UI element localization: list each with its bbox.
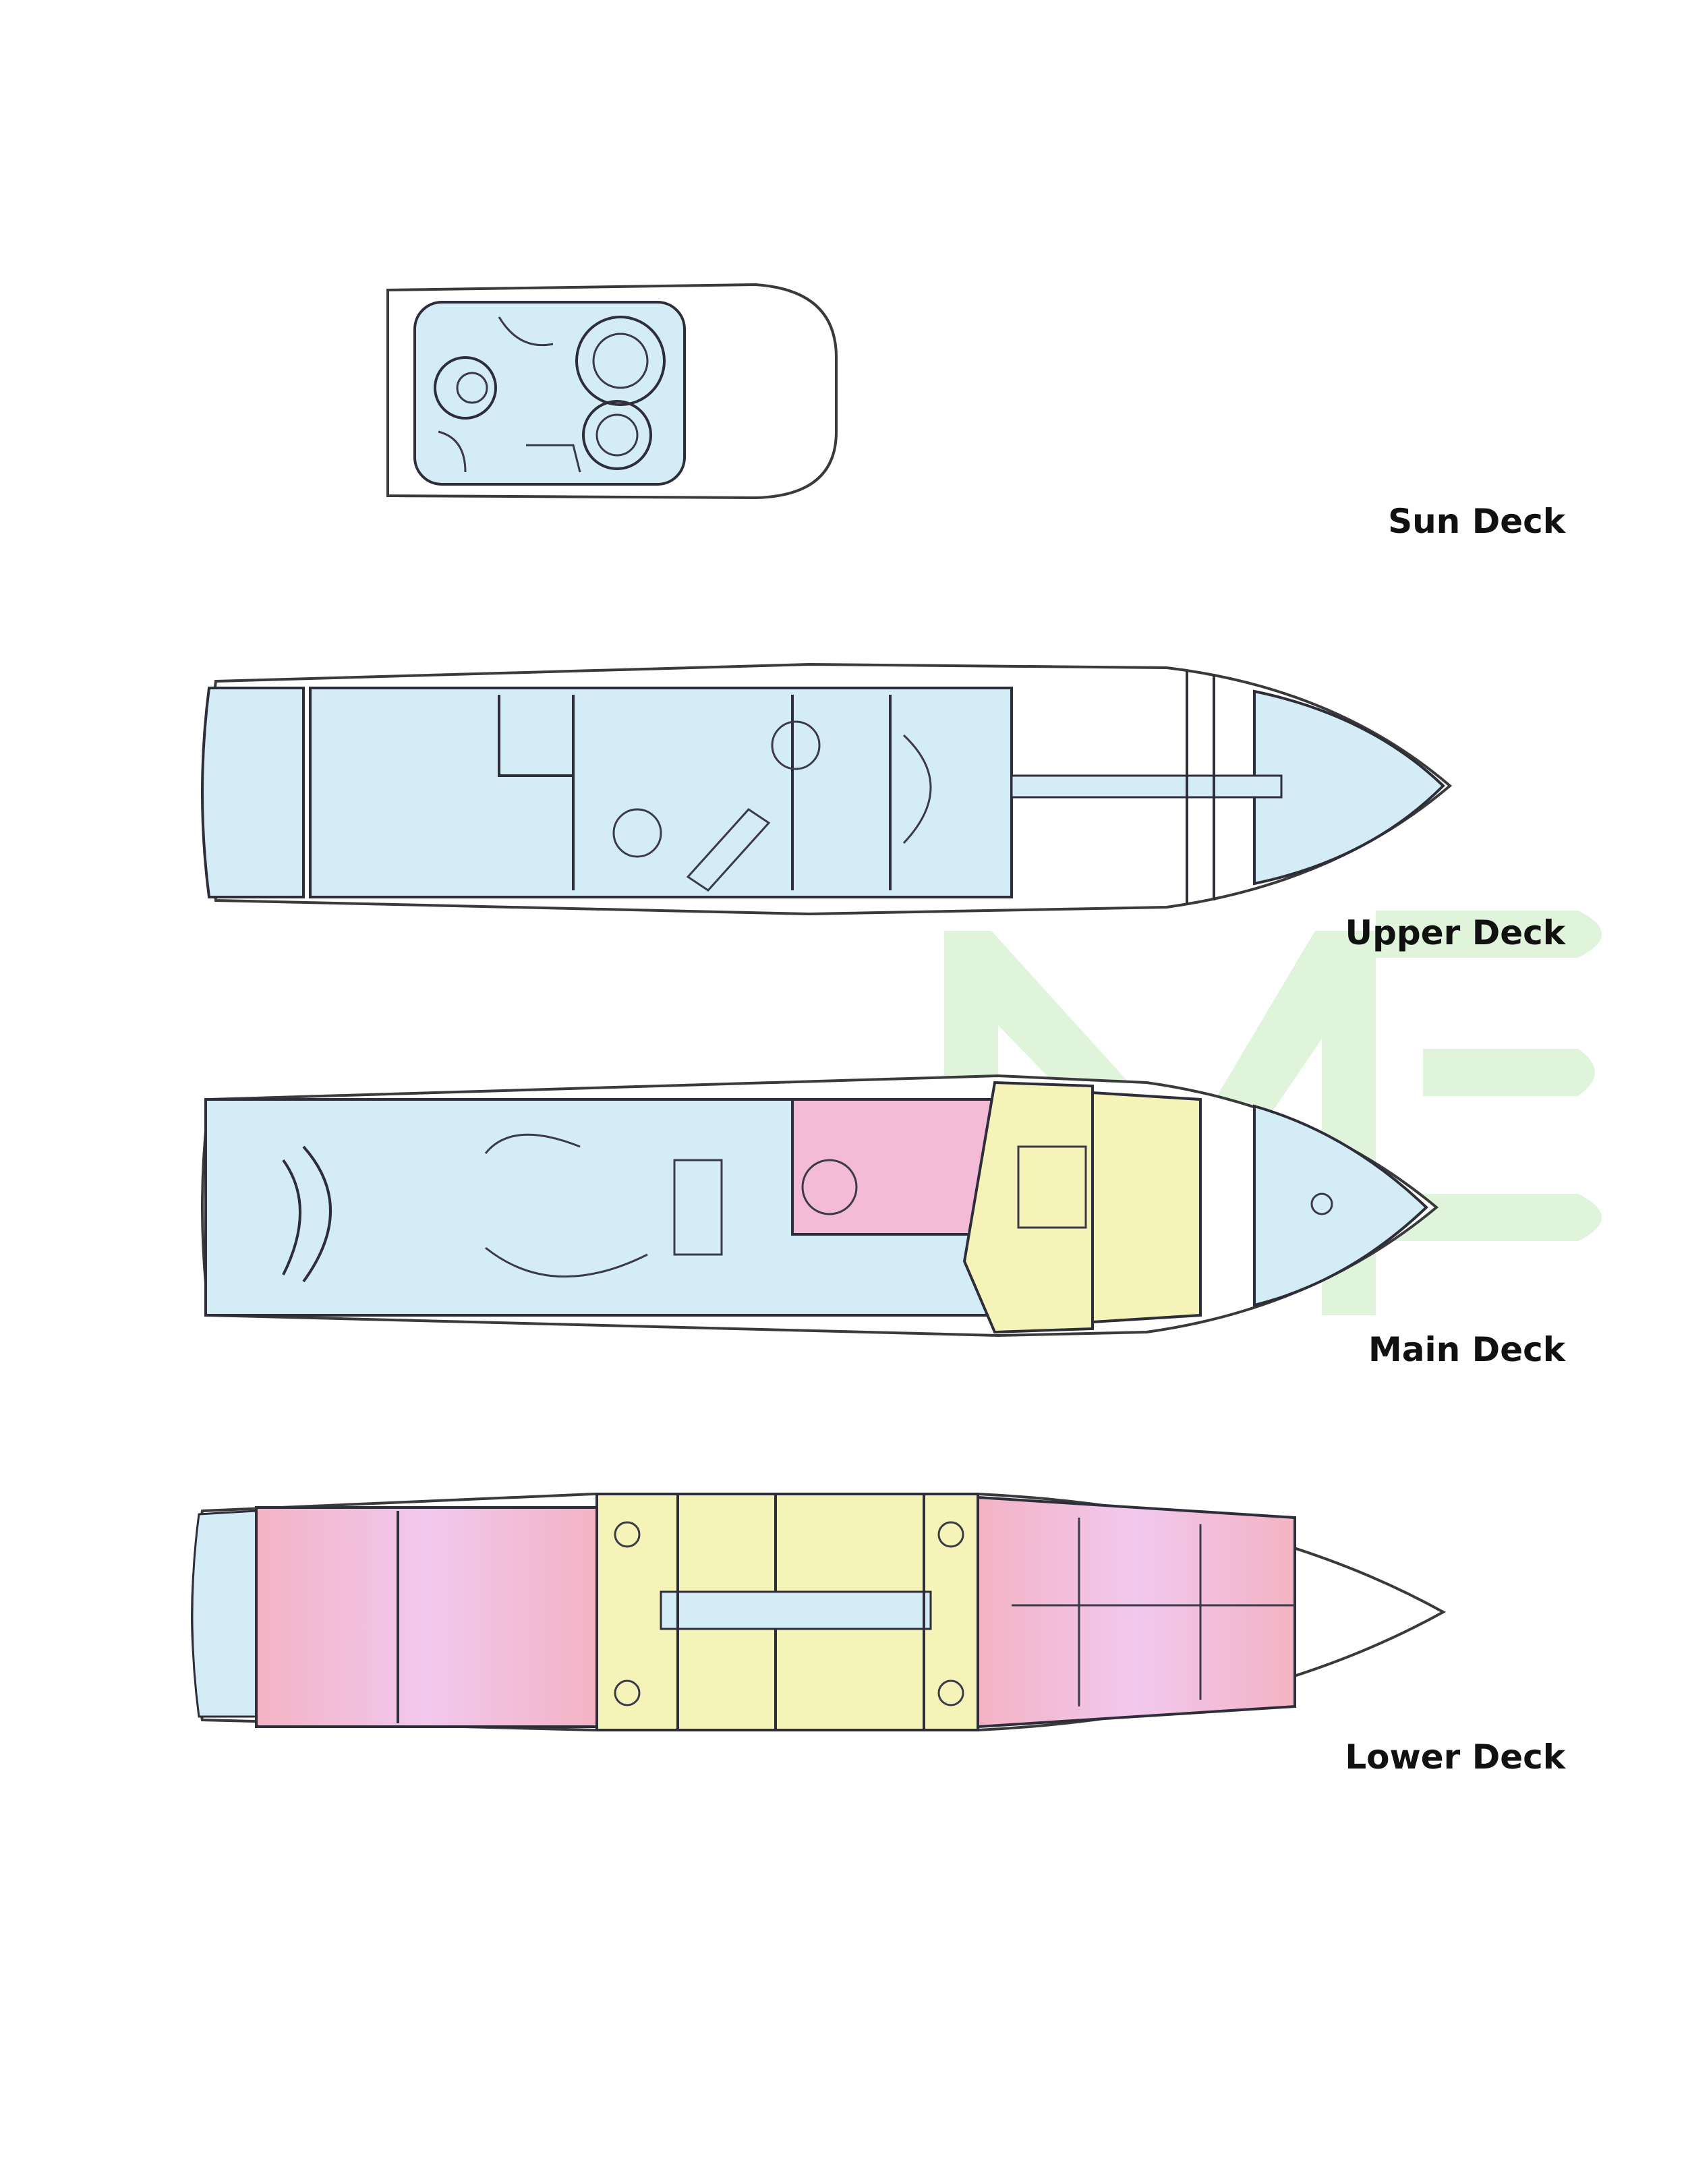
- upper-deck-plan: [201, 662, 1453, 916]
- sun-deck-label: Sun Deck: [1388, 502, 1567, 541]
- main-deck-label: Main Deck: [1368, 1330, 1567, 1369]
- main-deck-plan: [201, 1074, 1439, 1338]
- lower-deck-label: Lower Deck: [1345, 1737, 1566, 1777]
- sun-deck-plan: [386, 283, 838, 500]
- upper-deck-label: Upper Deck: [1345, 913, 1567, 952]
- lower-deck-plan: [191, 1493, 1447, 1731]
